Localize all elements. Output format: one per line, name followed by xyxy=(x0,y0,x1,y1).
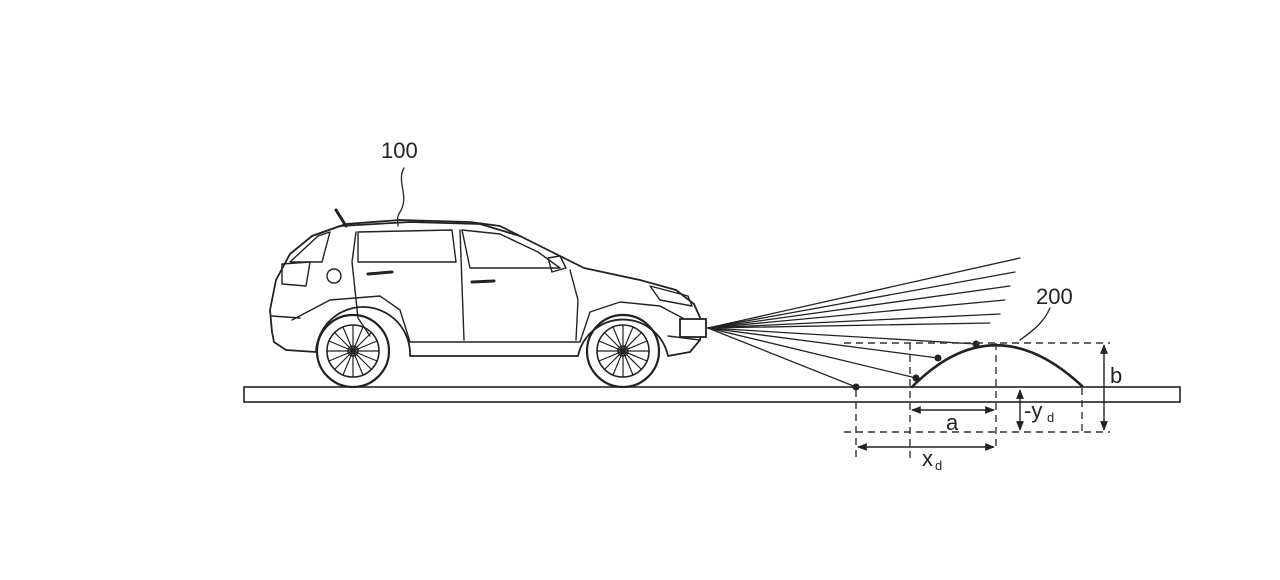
dimension-guides xyxy=(844,342,1110,462)
dimension-y-subscript: d xyxy=(1047,410,1054,425)
road-bump-obstacle xyxy=(852,340,1084,391)
dimension-y-label: -y d xyxy=(1024,398,1054,425)
vehicle-reference-label: 100 xyxy=(381,138,418,163)
dimension-b-label: b xyxy=(1110,363,1122,388)
dimension-arrows xyxy=(857,344,1108,451)
vehicle xyxy=(269,208,703,357)
dimension-y-main: -y xyxy=(1024,398,1042,423)
dimension-x-subscript: d xyxy=(935,458,942,473)
front-sensor xyxy=(679,318,707,338)
sensor-rays xyxy=(707,257,1021,388)
dimension-x-label: x d xyxy=(922,446,942,473)
front-wheel xyxy=(585,313,661,389)
obstacle-reference-label: 200 xyxy=(1036,284,1073,309)
leader-lines xyxy=(396,167,1051,341)
dimension-a-label: a xyxy=(946,410,959,435)
dimension-x-main: x xyxy=(922,446,933,471)
road-surface xyxy=(243,386,1181,403)
rear-wheel xyxy=(315,313,391,389)
